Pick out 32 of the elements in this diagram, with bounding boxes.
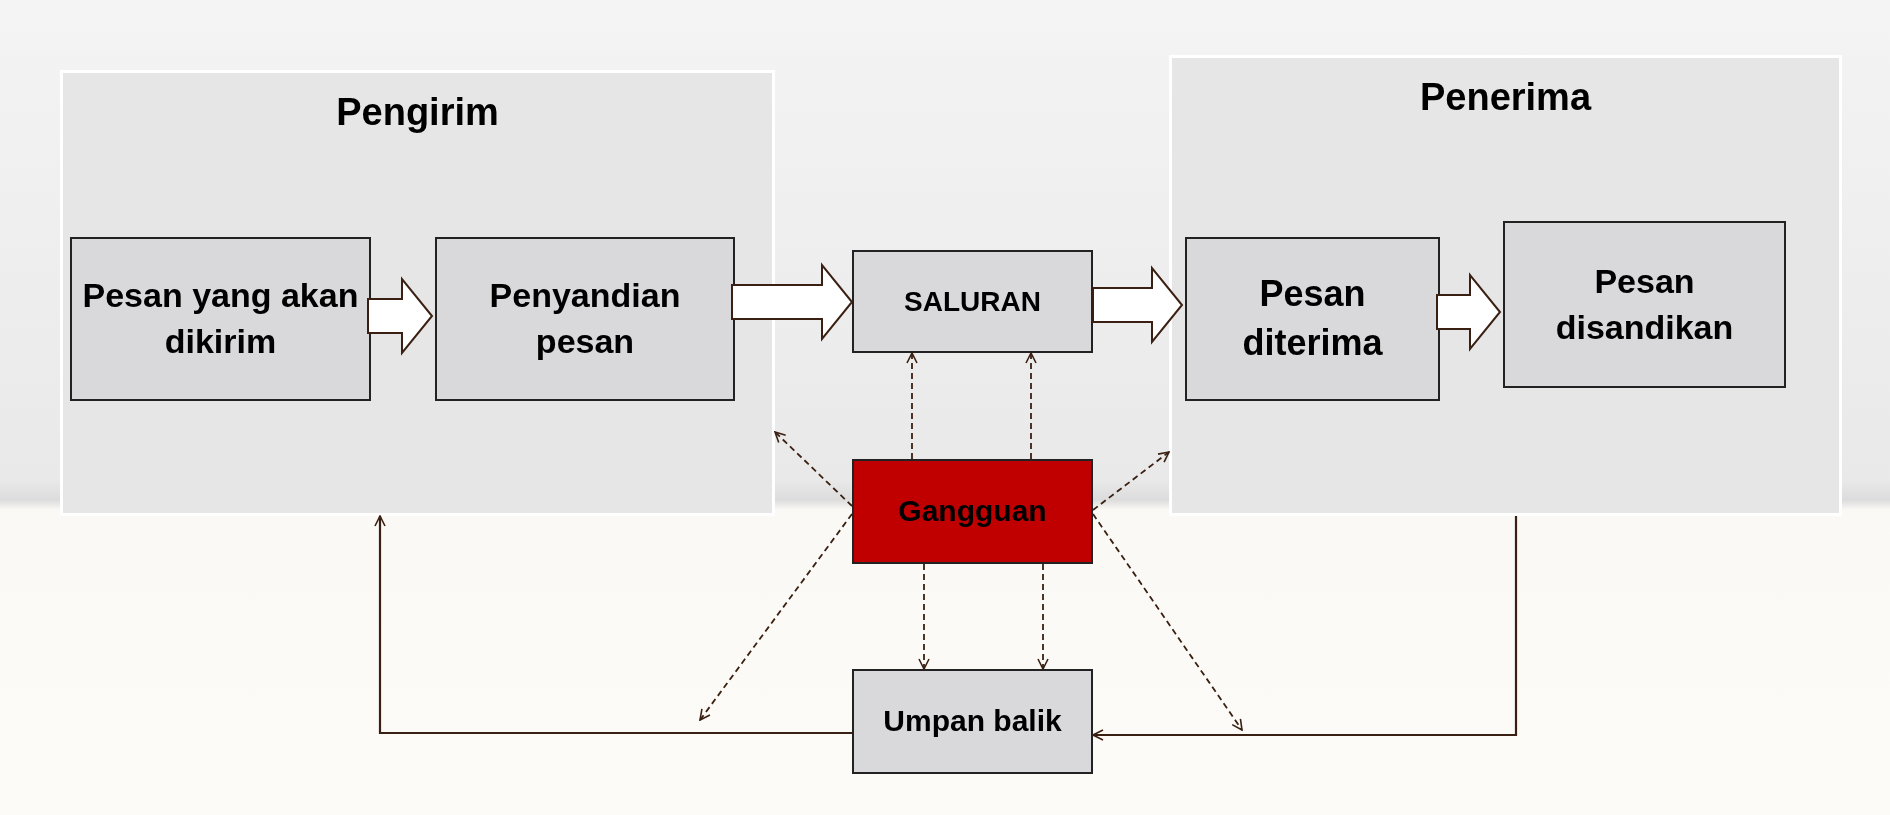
dashed-arrow [774,431,853,507]
noise-box [852,459,1093,564]
block-arrow [731,262,854,342]
box-label: Pesan diterima [1241,272,1384,365]
receiver-panel [1169,55,1842,516]
dashed-arrow [1025,352,1037,460]
feedback-arrow [1092,516,1518,741]
dashed-arrow [1092,451,1170,511]
box-label: Pesan disandikan [1554,260,1735,348]
dashed-arrow [918,563,930,670]
dashed-arrow [906,352,918,460]
block-arrow [367,276,434,356]
box-label: Umpan balik [883,703,1062,740]
process-box [70,237,371,401]
dashed-arrow [699,513,853,721]
block-arrow [1436,272,1502,352]
process-box [435,237,735,401]
box-label: Pesan yang akan dikirim [81,275,360,362]
group-title: Penerima [1419,75,1592,120]
group-title: Pengirim [336,90,499,135]
block-arrow [1092,265,1184,345]
box-label: SALURAN [904,284,1041,319]
dashed-arrow [1092,513,1243,731]
box-label: Penyandian pesan [488,275,682,362]
dashed-arrow [1037,563,1049,670]
feedback-arrow [374,515,852,735]
process-box [1503,221,1786,388]
process-box [1185,237,1440,401]
box-label: Gangguan [898,493,1047,530]
sender-panel [60,70,775,516]
feedback-box [852,669,1093,774]
channel-box [852,250,1093,353]
